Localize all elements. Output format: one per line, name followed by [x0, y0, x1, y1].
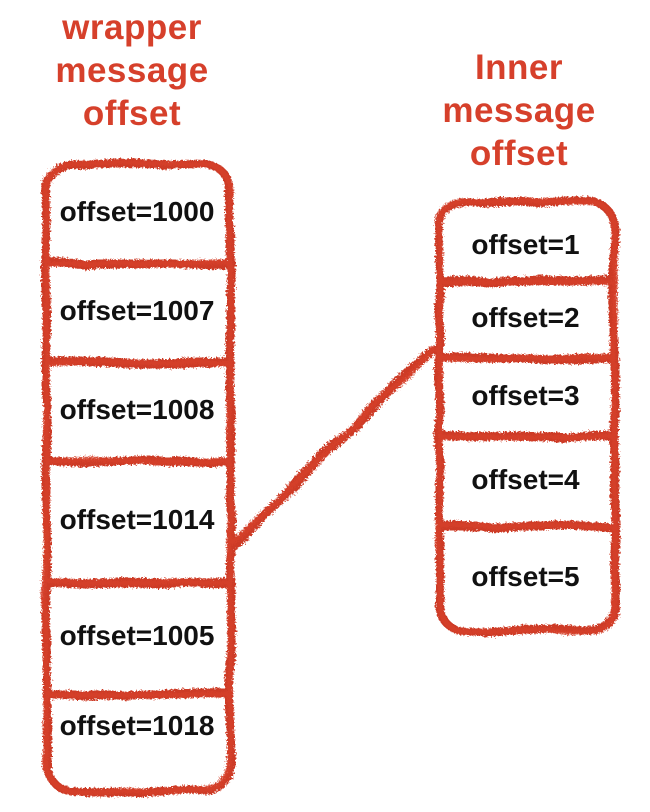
connector-line: [227, 343, 437, 547]
title-line: Inner: [474, 48, 564, 87]
wrapper-cell-label: offset=1018: [59, 710, 215, 741]
title-line: message: [442, 91, 596, 130]
inner-cell-label: offset=3: [471, 380, 580, 411]
wrapper-cell-label: offset=1008: [59, 394, 215, 425]
connector-line: [229, 345, 435, 545]
title-line: message: [55, 51, 209, 90]
wrapper-cell-label: offset=1007: [59, 295, 215, 326]
inner-offset-title: Inner message offset: [408, 46, 630, 175]
inner-cell-label: offset=5: [471, 561, 580, 592]
inner-cell-label: offset=4: [471, 464, 580, 495]
title-line: offset: [82, 94, 182, 133]
title-line: offset: [469, 134, 569, 173]
wrapper-box-border: [42, 159, 232, 793]
wrapper-cell-label: offset=1000: [59, 196, 215, 227]
wrapper-cell-label: offset=1005: [59, 620, 215, 651]
title-line: wrapper: [62, 8, 202, 47]
inner-cell-label: offset=2: [471, 302, 580, 333]
wrapper-box-border: [41, 158, 233, 794]
wrapper-cell-label: offset=1014: [59, 504, 215, 535]
wrapper-offset-title: wrapper message offset: [21, 6, 243, 135]
inner-cell-label: offset=1: [471, 229, 580, 260]
